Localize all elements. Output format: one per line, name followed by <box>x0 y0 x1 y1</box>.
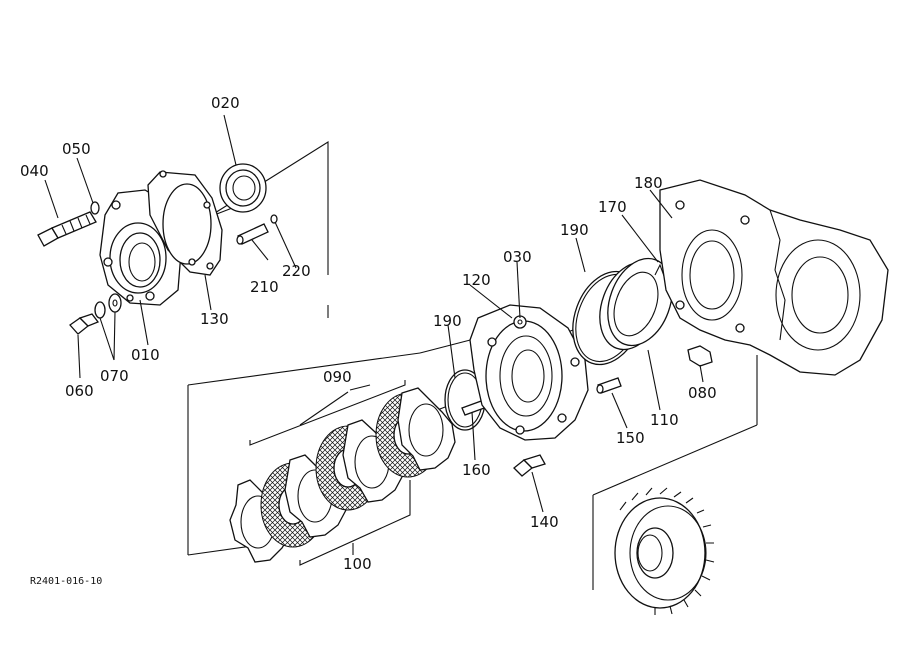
label-100: 100 <box>343 555 372 573</box>
transmission-case-180 <box>659 179 889 376</box>
label-220: 220 <box>282 262 311 280</box>
ring-220 <box>270 214 278 224</box>
label-090: 090 <box>323 368 352 386</box>
bolt-060 <box>69 313 100 335</box>
label-080: 080 <box>688 384 717 402</box>
leader-lines <box>44 114 704 513</box>
label-170: 170 <box>598 198 627 216</box>
washer-070c <box>126 294 134 302</box>
gear <box>614 487 715 615</box>
pin-150 <box>596 377 622 394</box>
label-200: 190 <box>433 312 462 330</box>
label-190-text: 190 <box>560 221 589 239</box>
seal-020 <box>219 163 267 213</box>
label-070: 070 <box>100 367 129 385</box>
label-110: 110 <box>650 411 679 429</box>
plug-080 <box>687 345 713 367</box>
bolt-040 <box>37 211 97 247</box>
label-060: 060 <box>65 382 94 400</box>
label-030: 030 <box>503 248 532 266</box>
label-050: 050 <box>62 140 91 158</box>
pump-body-030 <box>469 304 589 441</box>
piston-110 <box>599 257 673 351</box>
label-120: 120 <box>462 271 491 289</box>
washer-070b <box>108 293 122 313</box>
washer-070a <box>94 301 106 319</box>
label-160: 160 <box>462 461 491 479</box>
label-180: 180 <box>634 174 663 192</box>
washer-050 <box>90 201 100 215</box>
screw-140 <box>513 454 546 477</box>
pin-210 <box>236 223 269 245</box>
label-040: 040 <box>20 162 49 180</box>
label-130: 130 <box>200 310 229 328</box>
gasket-130 <box>147 170 223 276</box>
label-020: 020 <box>211 94 240 112</box>
clutch-plate-090-d <box>397 387 456 471</box>
label-140: 140 <box>530 513 559 531</box>
label-010: 010 <box>131 346 160 364</box>
label-210: 210 <box>250 278 279 296</box>
reference-code: R2401-016-10 <box>30 576 102 587</box>
label-150: 150 <box>616 429 645 447</box>
